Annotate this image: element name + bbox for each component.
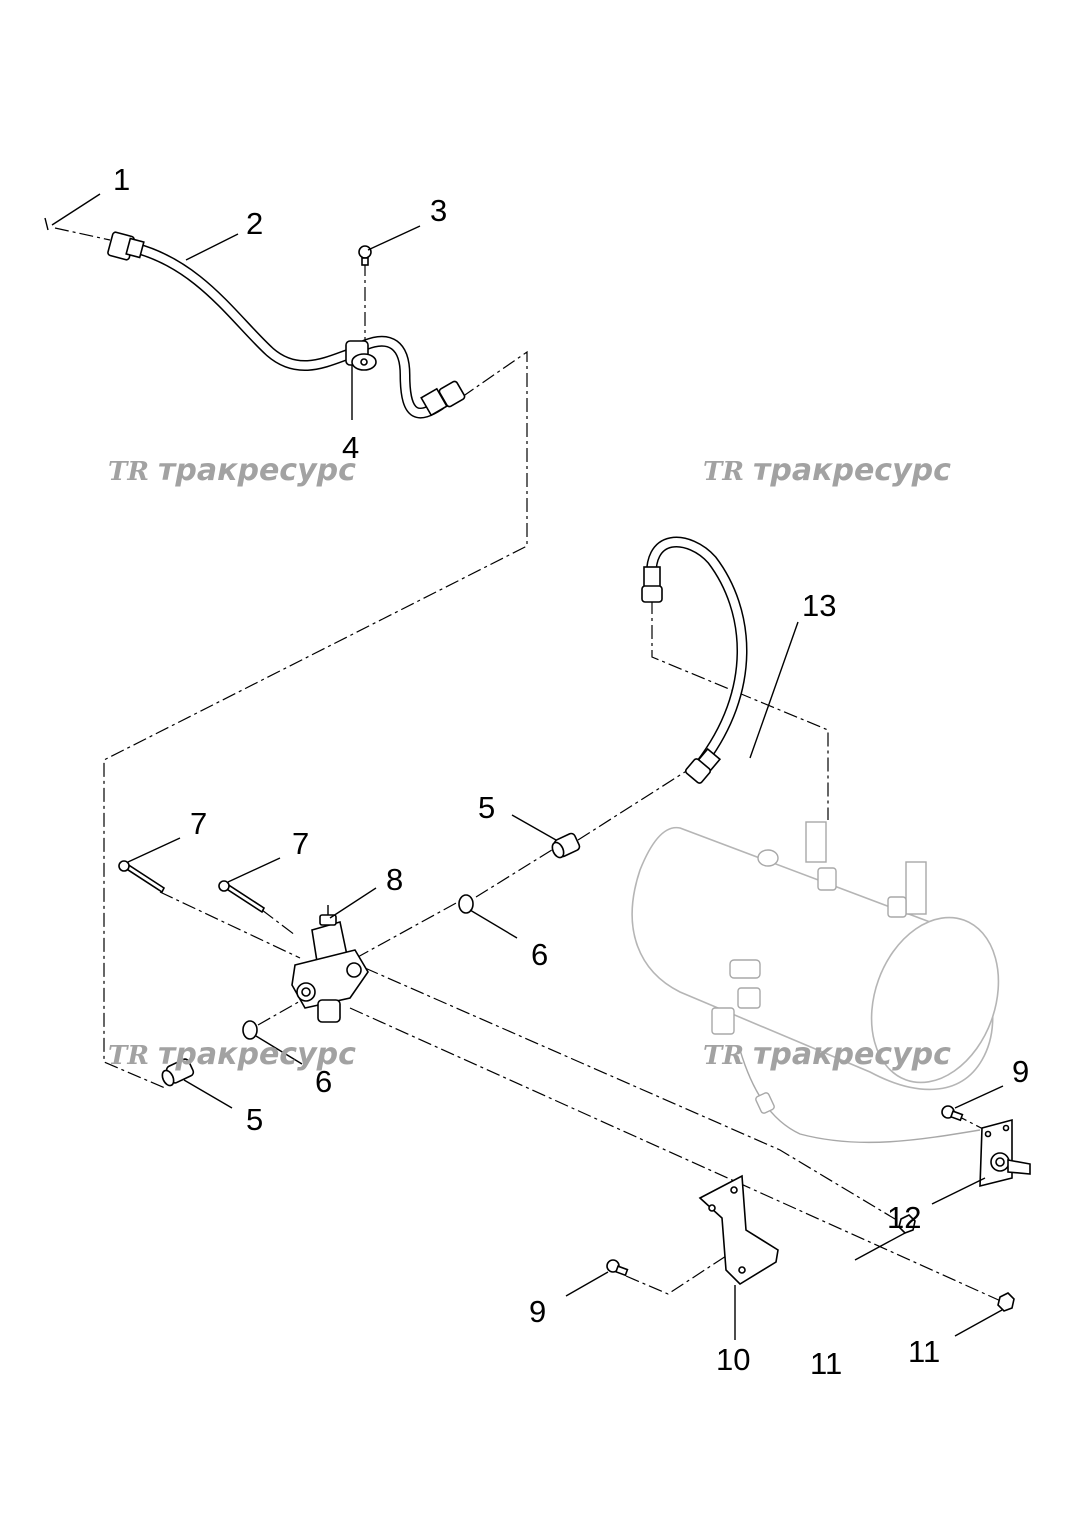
- part-5-fitting-a: [551, 832, 581, 859]
- svg-text:TR: TR: [703, 457, 744, 487]
- part-11-nut-a: [898, 1214, 916, 1234]
- hose-2: [107, 231, 466, 419]
- part-9-bolt-a: [606, 1259, 629, 1277]
- part-6-oring-b: [242, 1020, 258, 1040]
- watermark-top-right: TR тракресурс: [703, 453, 951, 488]
- callout-labels: 1 2 3 4 5 5 6 6 7 7 8 9 9 10 11 11 12 13: [113, 162, 1029, 1381]
- part-1: [44, 217, 49, 231]
- callout-6b: 6: [315, 1064, 332, 1099]
- part-3-bolt: [358, 245, 372, 266]
- air-tank: [631, 821, 1000, 1144]
- callout-7a: 7: [190, 806, 207, 841]
- callout-1: 1: [113, 162, 130, 197]
- assembly-lines: [54, 227, 1004, 1303]
- callout-5a: 5: [478, 790, 495, 825]
- svg-text:тракресурс: тракресурс: [158, 1037, 356, 1072]
- callout-8: 8: [386, 862, 403, 897]
- part-8-pressure-valve: [291, 905, 369, 1023]
- callout-7b: 7: [292, 826, 309, 861]
- callout-13: 13: [802, 588, 836, 623]
- callout-11a: 11: [810, 1346, 842, 1381]
- part-7-bolt-b: [218, 880, 266, 914]
- callout-5b: 5: [246, 1102, 263, 1137]
- callout-12: 12: [887, 1200, 921, 1235]
- watermark-top-left: TR тракресурс: [108, 453, 356, 488]
- part-7-bolt-a: [118, 860, 166, 894]
- callout-9b: 9: [1012, 1054, 1029, 1089]
- hose-13: [641, 536, 748, 784]
- svg-text:TR: TR: [108, 457, 149, 487]
- part-11-nut-b: [997, 1292, 1015, 1312]
- part-5-fitting-b: [161, 1058, 195, 1087]
- part-4-clamp: [345, 340, 377, 371]
- watermark-bottom-left: TR тракресурс: [108, 1037, 356, 1072]
- part-9-bolt-b: [941, 1105, 964, 1122]
- leader-lines: [51, 193, 1004, 1340]
- callout-10: 10: [716, 1342, 750, 1377]
- callout-4: 4: [342, 430, 359, 465]
- watermark-bottom-right: TR тракресурс: [703, 1037, 951, 1072]
- svg-text:тракресурс: тракресурс: [753, 453, 951, 488]
- svg-text:тракресурс: тракресурс: [158, 453, 356, 488]
- part-10-bracket: [698, 1174, 779, 1286]
- part-6-oring-a: [458, 894, 474, 914]
- callout-11b: 11: [908, 1334, 940, 1369]
- svg-text:TR: TR: [108, 1041, 149, 1071]
- callout-9a: 9: [529, 1294, 546, 1329]
- callout-3: 3: [430, 193, 447, 228]
- callout-2: 2: [246, 206, 263, 241]
- svg-text:тракресурс: тракресурс: [753, 1037, 951, 1072]
- callout-6a: 6: [531, 937, 548, 972]
- svg-text:TR: TR: [703, 1041, 744, 1071]
- part-12-drain-plate: [979, 1118, 1031, 1188]
